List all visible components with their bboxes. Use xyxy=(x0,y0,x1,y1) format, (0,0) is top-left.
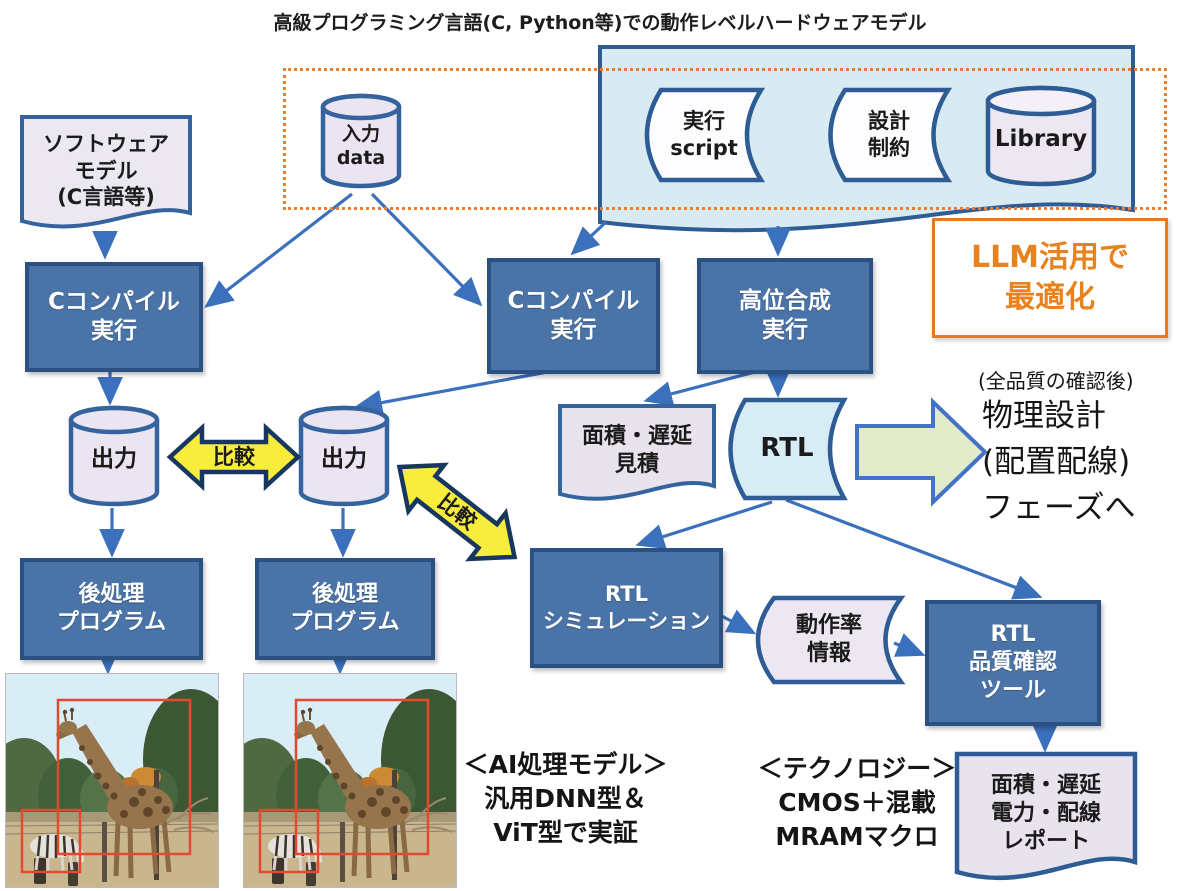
exec-script-shape: 実行 script xyxy=(644,87,766,183)
c-compile-box-1: Cコンパイル 実行 xyxy=(25,262,203,372)
post-process-box-1: 後処理 プログラム xyxy=(20,558,203,660)
software-model-doc: ソフトウェア モデル (C言語等) xyxy=(20,115,192,237)
design-constraint-shape: 設計 制約 xyxy=(828,87,953,183)
technology-note: ＜テクノロジー＞ CMOS＋混載 MRAMマクロ xyxy=(757,754,957,851)
llm-optimization-note: LLM活用で 最適化 xyxy=(932,218,1168,338)
diagram-title: 高級プログラミング言語(C, Python等)での動作レベルハードウェアモデル xyxy=(273,12,927,34)
rtl-quality-box: RTL 品質確認 ツール xyxy=(925,600,1101,726)
post-process-box-2: 後処理 プログラム xyxy=(255,558,435,660)
c-compile-box-2: Cコンパイル 実行 xyxy=(487,258,660,374)
output-cylinder-1: 出力 xyxy=(68,405,160,507)
compare-arrow-1: 比較 xyxy=(166,422,302,492)
report-doc: 面積・遅延 電力・配線 レポート xyxy=(954,751,1138,888)
input-data-cylinder: 入力 data xyxy=(320,93,402,189)
activity-info-shape: 動作率 情報 xyxy=(755,595,906,685)
area-delay-estimate-doc: 面積・遅延 見積 xyxy=(558,404,716,508)
compare-arrow-2: 比較 xyxy=(378,440,537,584)
rtl-shape: RTL xyxy=(728,397,848,501)
physical-design-note: 物理設計 (配置配線) フェーズへ xyxy=(982,398,1136,526)
ai-model-note: ＜AI処理モデル＞ 汎用DNN型＆ ViT型で実証 xyxy=(463,750,668,847)
output-cylinder-2: 出力 xyxy=(298,405,390,507)
rtl-simulation-box: RTL シミュレーション xyxy=(530,548,723,668)
detection-photo-2 xyxy=(243,673,457,888)
after-quality-note: (全品質の確認後) xyxy=(978,369,1134,393)
hls-box: 高位合成 実行 xyxy=(697,258,873,374)
detection-photo-1 xyxy=(5,673,219,888)
library-cylinder: Library xyxy=(985,85,1097,187)
to-physical-design-arrow xyxy=(855,396,988,508)
